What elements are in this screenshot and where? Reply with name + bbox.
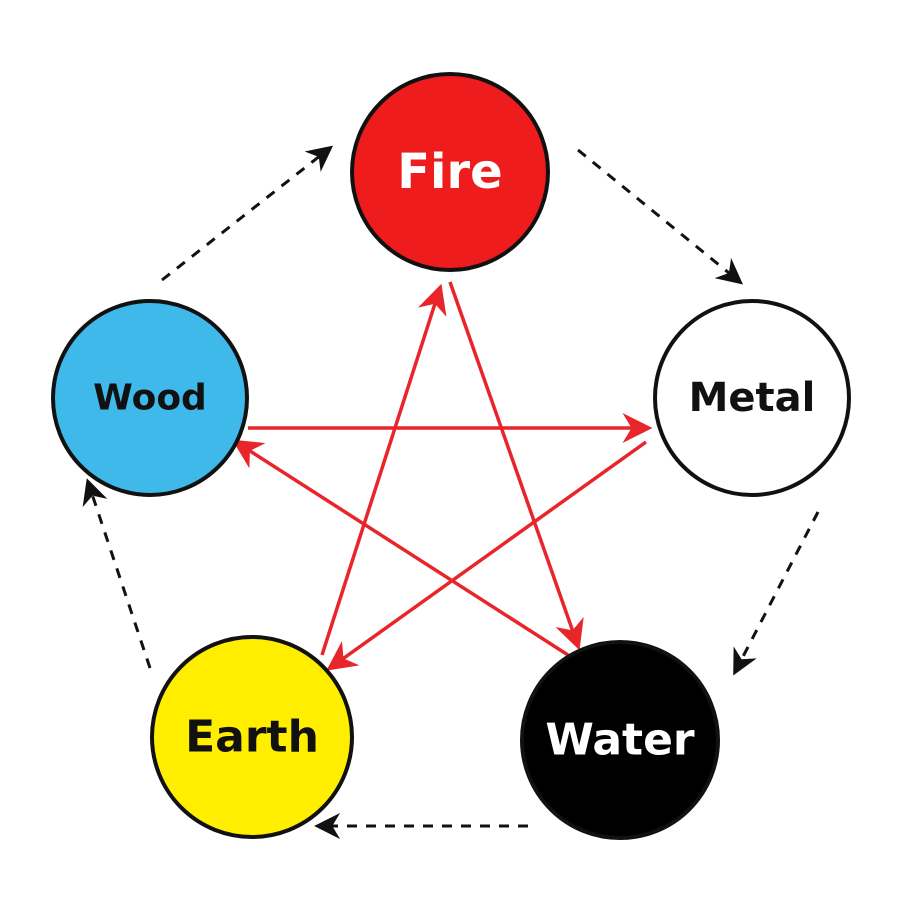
fire-circle xyxy=(350,72,550,272)
earth-circle xyxy=(150,635,354,839)
node-earth: Earth xyxy=(150,635,354,839)
earth-label: Earth xyxy=(185,712,319,763)
arrow-fire-to-water xyxy=(448,281,584,651)
metal-circle xyxy=(653,299,851,497)
node-water: Water xyxy=(520,640,720,840)
wood-circle xyxy=(51,299,249,497)
arrow-metal-to-water xyxy=(733,511,820,676)
wood-label: Wood xyxy=(93,378,207,419)
node-wood: Wood xyxy=(51,299,249,497)
element-nodes: Fire Metal Water Earth Wood xyxy=(51,72,851,840)
fire-label: Fire xyxy=(397,144,502,200)
arrow-water-to-wood xyxy=(232,439,569,657)
arrow-metal-to-earth xyxy=(326,440,648,671)
arrow-fire-to-metal xyxy=(577,148,744,285)
arrow-earth-to-wood xyxy=(82,478,152,669)
controlling-cycle-arrows xyxy=(232,281,653,671)
generating-cycle-arrows xyxy=(82,145,820,839)
arrow-wood-to-fire xyxy=(161,145,334,282)
water-circle xyxy=(520,640,720,840)
arrow-earth-to-fire xyxy=(320,283,447,656)
node-fire: Fire xyxy=(350,72,550,272)
water-label: Water xyxy=(545,715,695,766)
node-metal: Metal xyxy=(653,299,851,497)
metal-label: Metal xyxy=(689,375,816,421)
